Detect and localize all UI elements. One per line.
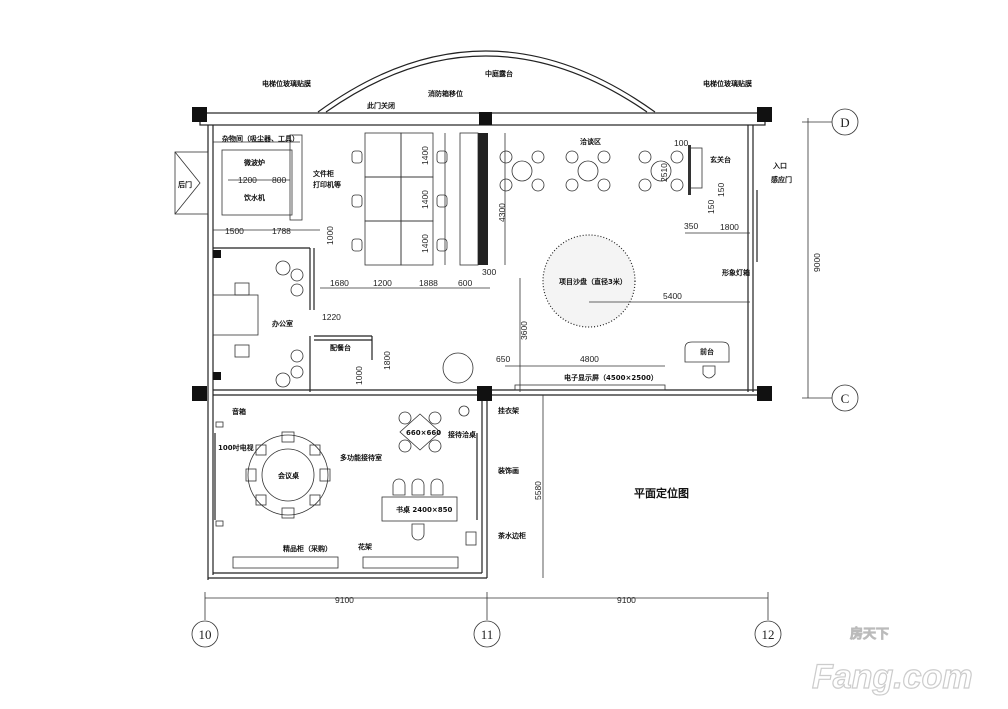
label-microwave: 微波炉: [243, 158, 265, 167]
sand-table: [542, 234, 636, 328]
watermark-brand: Fang.com: [812, 658, 973, 696]
dim: 1500: [225, 226, 244, 236]
fang-watermark-logo: 房天下 Fang.com: [811, 626, 973, 697]
meeting-room-furniture: [214, 405, 478, 569]
walls: [174, 112, 766, 580]
reception-desk: [514, 341, 730, 391]
dim: 150: [706, 200, 716, 214]
dimension-labels: 1200 800 1500 1788 1000 1400 1400 1400 4…: [225, 138, 822, 605]
dim: 1788: [272, 226, 291, 236]
dim: 4800: [580, 354, 599, 364]
axis-11: 11: [481, 627, 494, 642]
label-office: 办公室: [272, 319, 293, 328]
grid-axis-markers: D C 10 11 12: [191, 108, 859, 648]
dim: 150: [716, 183, 726, 197]
label-desk: 书桌 2400×850: [396, 505, 453, 514]
watermark-cn: 房天下: [850, 626, 889, 642]
label-flower-stand: 花架: [358, 542, 372, 551]
dim: 1400: [420, 146, 430, 165]
label-tea-table: 接待洽桌: [448, 430, 476, 439]
label-entrance: 入口: [772, 162, 787, 170]
dim: 300: [482, 267, 496, 277]
structural-columns: [192, 107, 772, 401]
label-display-cabinet: 精品柜（采购）: [283, 544, 332, 553]
label-screen: 电子显示屏（4500×2500）: [564, 373, 658, 382]
dim: 2510: [659, 163, 669, 182]
label-printer: 打印机等: [313, 180, 341, 189]
label-sensor-door: 感应门: [771, 175, 792, 184]
room-labels: 电梯位玻璃贴膜 电梯位玻璃贴膜 中庭露台 此门关闭 消防箱移位 杂物间（吸尘器、…: [178, 69, 792, 553]
label-tv: 100吋电视: [218, 443, 254, 452]
dim: 1200: [238, 175, 257, 185]
arch-terrace: [317, 50, 656, 113]
label-reception: 前台: [700, 347, 714, 356]
dim: 3600: [519, 321, 529, 340]
dimension-lines: [204, 118, 832, 620]
dim: 5400: [663, 291, 682, 301]
dim: 1800: [382, 351, 392, 370]
axis-d: D: [840, 115, 849, 130]
label-foyer-table: 玄关台: [710, 155, 731, 164]
dim: 9100: [335, 595, 354, 605]
axis-c: C: [841, 391, 850, 406]
label-atrium-terrace: 中庭露台: [485, 69, 513, 78]
label-sand-table: 项目沙盘（直径3米）: [559, 277, 627, 286]
dim: 1400: [420, 190, 430, 209]
dim: 650: [496, 354, 510, 364]
label-file-cabinet: 文件柜: [313, 169, 334, 178]
label-negotiation-area: 洽谈区: [580, 137, 601, 146]
drawing-title: 平面定位图: [634, 486, 689, 500]
axis-10: 10: [199, 627, 212, 642]
label-decor-wall: 装饰画: [497, 466, 519, 475]
label-elevator-film-left: 电梯位玻璃贴膜: [262, 79, 311, 88]
dim: 1200: [373, 278, 392, 288]
dim: 1400: [420, 234, 430, 253]
workstation-desks: [351, 132, 488, 266]
label-pantry: 配餐台: [330, 343, 351, 352]
negotiation-tables: [499, 145, 703, 195]
dim: 9000: [812, 253, 822, 272]
label-meeting-table: 会议桌: [278, 471, 299, 480]
dim: 9100: [617, 595, 636, 605]
dim: 600: [458, 278, 472, 288]
dim: 5580: [533, 481, 543, 500]
office-furniture: [212, 260, 474, 388]
label-light-box: 形象灯箱: [722, 268, 750, 277]
dim: 1800: [720, 222, 739, 232]
dim: 800: [272, 175, 286, 185]
label-tea-table-size: 660×660: [406, 429, 441, 437]
label-water-dispenser: 饮水机: [243, 193, 265, 202]
label-speaker: 音箱: [232, 407, 246, 416]
label-door-closed: 此门关闭: [367, 101, 395, 110]
label-elevator-film-right: 电梯位玻璃贴膜: [703, 79, 752, 88]
dim: 1220: [322, 312, 341, 322]
label-storage: 杂物间（吸尘器、工具）: [222, 134, 299, 143]
dim: 1000: [325, 226, 335, 245]
dim: 350: [684, 221, 698, 231]
dim: 4300: [497, 203, 507, 222]
dim: 1888: [419, 278, 438, 288]
label-side-cabinet: 茶水边柜: [497, 531, 526, 540]
label-multi-function-room: 多功能接待室: [340, 453, 382, 462]
label-coat-rack: 挂衣架: [498, 406, 519, 415]
dim: 1000: [354, 366, 364, 385]
label-back-door: 后门: [178, 180, 192, 189]
dim: 100: [674, 138, 688, 148]
axis-12: 12: [762, 627, 775, 642]
dim: 1680: [330, 278, 349, 288]
label-fire-box: 消防箱移位: [428, 89, 463, 98]
